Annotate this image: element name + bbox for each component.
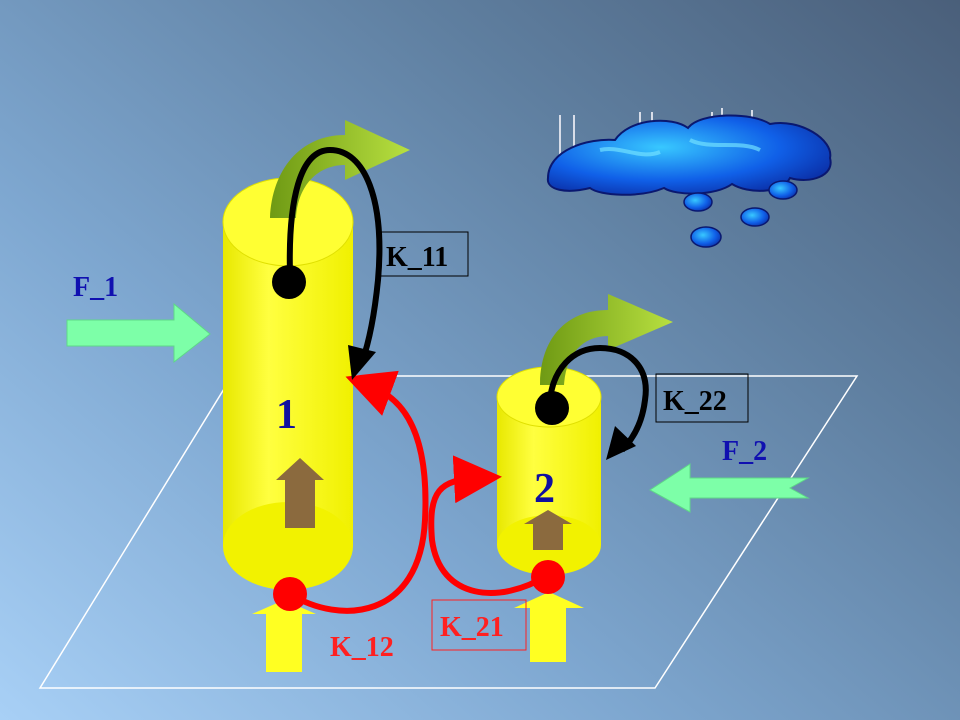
k12-label: K_12	[330, 632, 394, 663]
ground-plane	[38, 375, 859, 689]
inflow-arrow-f2	[649, 463, 810, 513]
f1-label: F_1	[73, 272, 118, 303]
input-arrow-bottom-1	[252, 600, 316, 672]
k11-label-box	[377, 231, 469, 277]
uptake-arrow-1	[276, 458, 324, 528]
node-dot-2-top	[535, 391, 569, 425]
k21-label: K_21	[440, 612, 504, 643]
self-loop-arrowhead-k22	[606, 426, 636, 460]
compartment-2-label: 2	[534, 466, 555, 512]
k22-label: K_22	[663, 386, 727, 417]
self-loop-arrow-k22	[547, 344, 649, 453]
f2-label: F_2	[722, 436, 767, 467]
inflow-arrow-f1	[66, 302, 211, 364]
k22-label-box	[655, 373, 749, 423]
node-dot-1-top	[272, 265, 306, 299]
rain-cloud-icon	[546, 108, 832, 248]
node-dot-2-bottom	[531, 560, 565, 594]
node-dot-1-bottom	[273, 577, 307, 611]
outflow-arrow-2	[540, 294, 673, 385]
uptake-arrow-2	[524, 510, 572, 550]
outflow-arrow-1	[270, 120, 410, 218]
input-arrow-bottom-2	[514, 592, 584, 662]
self-loop-arrow-k11	[286, 146, 383, 363]
compartment-1-label: 1	[276, 392, 297, 438]
exchange-arrow-k21	[428, 455, 550, 596]
exchange-arrow-k12	[288, 370, 429, 614]
k21-label-box	[431, 599, 527, 651]
self-loop-arrowhead-k11	[348, 345, 376, 380]
k11-label: K_11	[386, 242, 448, 273]
